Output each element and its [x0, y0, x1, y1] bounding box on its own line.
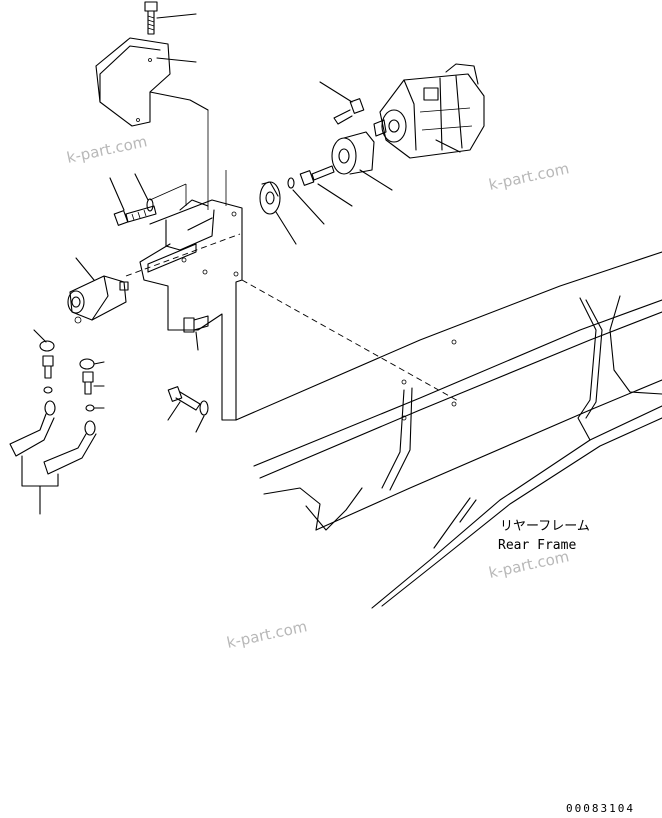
leader-line	[149, 183, 187, 201]
bolt-left-upper	[113, 198, 157, 226]
leader-line	[156, 13, 197, 19]
bolt-center	[299, 165, 335, 186]
washer	[287, 177, 295, 189]
rear-frame	[235, 251, 662, 609]
leader-bracket	[21, 455, 59, 487]
bolt-pump	[333, 98, 365, 125]
leader-line	[319, 81, 353, 103]
leader-line	[292, 189, 325, 225]
assembly-line	[241, 279, 461, 403]
leader-line	[435, 139, 461, 153]
watermark: k-part.com	[225, 617, 309, 652]
leader-line	[195, 415, 205, 433]
assembly-line	[125, 233, 241, 277]
coupling-flange	[259, 181, 281, 215]
watermark: k-part.com	[65, 132, 149, 167]
hydraulic-pump	[373, 63, 485, 159]
drawing-code: 00083104	[566, 802, 635, 815]
leader-line	[33, 329, 47, 343]
leader-line	[93, 361, 105, 365]
leader-line	[275, 211, 297, 245]
fitting-right	[43, 358, 97, 475]
watermark: k-part.com	[487, 159, 571, 194]
bolt-left-lower	[167, 386, 209, 416]
leader-line	[167, 401, 181, 421]
bracket-upper	[95, 37, 209, 127]
fitting-left	[9, 340, 56, 457]
leader-line	[317, 183, 353, 207]
mounting-plate	[139, 199, 243, 421]
leader-line	[134, 173, 149, 201]
bolt-top	[144, 1, 158, 35]
leader-line	[359, 169, 393, 191]
rear-frame-label-en: Rear Frame	[498, 538, 576, 553]
leader-line	[109, 177, 125, 211]
rear-frame-label-jp: リヤーフレーム	[500, 519, 590, 534]
leader-line	[195, 331, 199, 351]
cylinder-unit	[67, 275, 129, 324]
leader-line	[156, 57, 197, 63]
bolt-plate-lower	[183, 315, 209, 333]
pump-flange	[331, 131, 375, 175]
leader-line	[75, 257, 95, 281]
